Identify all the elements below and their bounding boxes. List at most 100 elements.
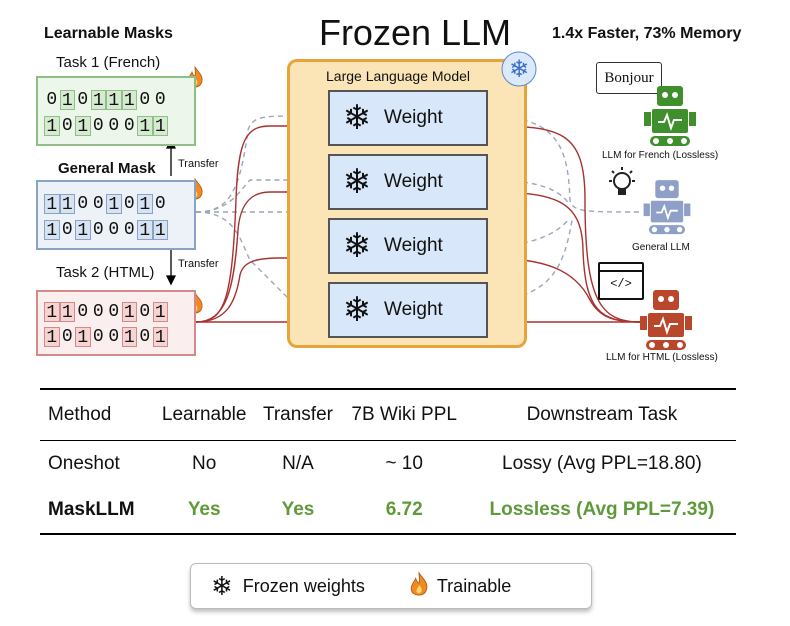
mask-bit: 1 xyxy=(59,302,75,323)
table-header-row: Method Learnable Transfer 7B Wiki PPL Do… xyxy=(40,388,736,441)
general-dashed-out-3 xyxy=(486,217,571,247)
table-header: 7B Wiki PPL xyxy=(340,388,468,441)
french-robot-icon xyxy=(644,86,696,146)
table-cell: 6.72 xyxy=(340,487,468,535)
mask-bit: 1 xyxy=(44,327,60,348)
table-row: MaskLLM Yes Yes 6.72 Lossless (Avg PPL=7… xyxy=(40,487,736,535)
html-link-3 xyxy=(195,257,325,323)
table-cell: No xyxy=(192,453,217,474)
mask-bit: 0 xyxy=(61,327,73,347)
learnable-masks-header: Learnable Masks xyxy=(44,25,173,42)
french-robot-caption: LLM for French (Lossless) xyxy=(602,150,719,161)
snowflake-icon: ❄ xyxy=(342,99,372,137)
mask-bit: 1 xyxy=(152,327,168,348)
general-robot-icon xyxy=(643,180,691,235)
weight-block-1: ❄Weight xyxy=(328,90,488,146)
legend-trainable-label: Trainable xyxy=(436,575,512,596)
general-dashed-link-1 xyxy=(195,115,325,213)
transfer-label-up: Transfer xyxy=(178,158,219,170)
weight-label: Weight xyxy=(384,235,443,256)
mask-bit: 0 xyxy=(61,220,73,240)
general-dashed-out-2 xyxy=(486,179,571,206)
mask-bit: 0 xyxy=(92,327,104,347)
general-mask-label: General Mask xyxy=(58,160,156,177)
html-out-1 xyxy=(486,125,641,323)
legend: ❄ Frozen weights Trainable xyxy=(190,563,592,609)
mask-bit: 1 xyxy=(44,302,60,323)
mask-bit: 0 xyxy=(46,90,58,110)
mask-bit: 1 xyxy=(59,90,75,111)
table-header: Transfer xyxy=(255,388,341,441)
snowflake-icon: ❄ xyxy=(342,291,372,329)
mask-bit: 0 xyxy=(154,90,166,110)
weight-label: Weight xyxy=(384,299,443,320)
table-header: Method xyxy=(40,388,154,441)
general-dashed-link-2 xyxy=(195,179,325,213)
table-row: Oneshot No N/A ~ 10 Lossy (Avg PPL=18.80… xyxy=(40,441,736,488)
mask-bit: 1 xyxy=(152,220,168,241)
mask-bit: 1 xyxy=(152,116,168,137)
mask-bit: 0 xyxy=(139,327,151,347)
table-cell: Yes xyxy=(153,487,256,535)
mask-bit: 1 xyxy=(75,220,91,241)
mask-bit: 0 xyxy=(61,116,73,136)
transfer-label-down: Transfer xyxy=(178,258,219,270)
general-robot-caption: General LLM xyxy=(632,242,690,253)
weight-block-2: ❄Weight xyxy=(328,154,488,210)
mask-bit: 1 xyxy=(44,194,60,215)
mask-bit: 0 xyxy=(92,194,104,214)
llm-label: Large Language Model xyxy=(326,68,471,84)
table-cell: N/A xyxy=(282,453,314,474)
mask-bit: 1 xyxy=(121,327,137,348)
mask-bit: 1 xyxy=(137,116,153,137)
snowflake-icon: ❄ xyxy=(342,227,372,265)
table-cell: ~ 10 xyxy=(385,453,423,474)
mask-bit: 0 xyxy=(108,220,120,240)
mask-bit: 1 xyxy=(44,220,60,241)
mask-bit: 0 xyxy=(92,302,104,322)
mask-bit: 1 xyxy=(137,194,153,215)
lightbulb-icon xyxy=(609,167,635,195)
fire-icon xyxy=(409,570,429,602)
weight-block-3: ❄ Weight xyxy=(328,218,488,274)
legend-frozen-label: Frozen weights xyxy=(242,575,365,596)
diagram: Frozen LLM Learnable Masks 1.4x Faster, … xyxy=(36,12,741,363)
table-header: Downstream Task xyxy=(467,388,736,441)
mask-bit: 0 xyxy=(139,90,151,110)
task2-label: Task 2 (HTML) xyxy=(56,264,155,281)
snowflake-icon: ❄ xyxy=(211,570,233,601)
table-cell: Yes xyxy=(255,487,341,535)
mask-bit: 1 xyxy=(121,302,137,323)
mask-bit: 0 xyxy=(108,116,120,136)
mask-bit: 1 xyxy=(75,116,91,137)
mask-bit: 1 xyxy=(121,90,137,111)
task1-label: Task 1 (French) xyxy=(56,54,161,71)
mask-bit: 1 xyxy=(106,90,122,111)
table-cell: Lossy (Avg PPL=18.80) xyxy=(502,453,702,474)
page-title: Frozen LLM xyxy=(318,12,512,53)
mask-bit: 1 xyxy=(44,116,60,137)
mask-bit: 1 xyxy=(75,327,91,348)
table-cell: MaskLLM xyxy=(40,487,154,535)
mask-bit: 1 xyxy=(152,302,168,323)
table-cell: Lossless (Avg PPL=7.39) xyxy=(467,487,736,535)
mask-bit: 1 xyxy=(106,194,122,215)
general-dashed-link-4 xyxy=(195,211,325,301)
svg-text:❄: ❄ xyxy=(509,55,529,83)
mask-bit: 0 xyxy=(123,194,135,214)
table-cell: Oneshot xyxy=(48,453,120,474)
weight-label: Weight xyxy=(384,171,443,192)
mask-bit: 1 xyxy=(59,194,75,215)
html-robot-icon xyxy=(640,290,692,350)
mask-bit: 0 xyxy=(77,90,89,110)
mask-bit: 0 xyxy=(123,116,135,136)
mask-bit: 0 xyxy=(92,220,104,240)
weight-block-4: ❄ Weight xyxy=(328,282,488,338)
code-window-icon: </> xyxy=(598,262,644,300)
